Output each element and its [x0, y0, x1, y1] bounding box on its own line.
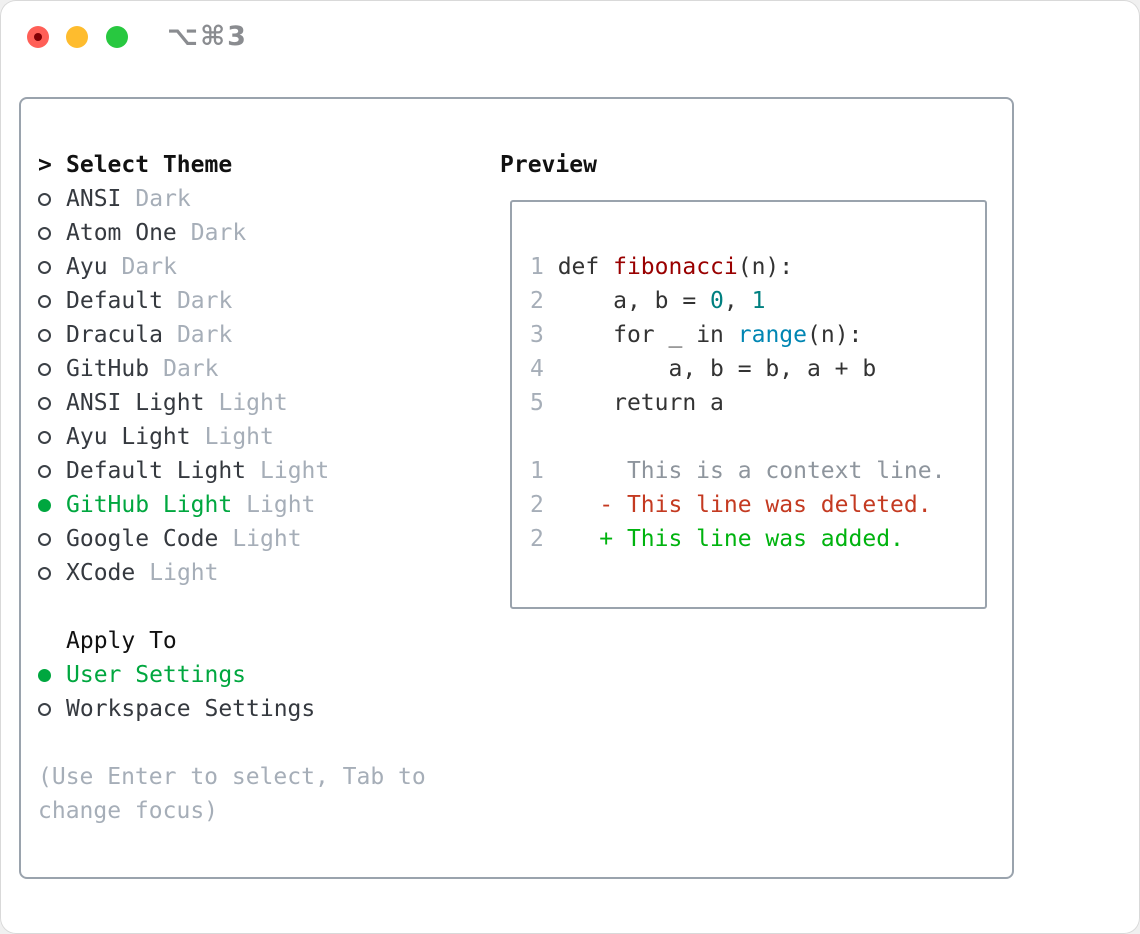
- preview-header: Preview: [500, 152, 597, 178]
- radio-icon: [38, 430, 51, 444]
- code-line: 1 def fibonacci(n):: [530, 254, 794, 280]
- radio-icon: [38, 566, 51, 580]
- theme-variant-label: Dark: [190, 220, 247, 246]
- code-line: 3 for _ in range(n):: [530, 322, 863, 348]
- select-theme-title: Select Theme: [66, 152, 233, 178]
- code-line: 5 return a: [530, 390, 724, 416]
- close-button[interactable]: [27, 26, 49, 48]
- theme-variant-label: Light: [204, 424, 274, 450]
- theme-variant-label: Dark: [176, 288, 233, 314]
- theme-variant-label: Dark: [163, 356, 219, 382]
- zoom-button[interactable]: [106, 26, 128, 48]
- theme-item-label: Dracula: [66, 322, 163, 348]
- minimize-button[interactable]: [66, 26, 88, 48]
- theme-variant-label: Dark: [135, 186, 191, 212]
- apply-option-label: Workspace Settings: [66, 696, 316, 722]
- theme-item-google-code-light[interactable]: Google Code Light: [38, 522, 440, 556]
- code-line: 1 This is a context line.: [530, 458, 946, 484]
- theme-item-label: Default Light: [66, 458, 247, 484]
- preview-code: 1 def fibonacci(n): 2 a, b = 0, 1 3 for _ …: [530, 250, 985, 556]
- code-line: 4 a, b = b, a + b: [530, 356, 877, 382]
- apply-option-label: User Settings: [66, 662, 247, 688]
- theme-item-github-dark[interactable]: GitHub Dark: [38, 352, 440, 386]
- theme-item-label: Default: [66, 288, 163, 314]
- theme-variant-label: Dark: [121, 254, 177, 280]
- radio-icon: [38, 226, 51, 240]
- code-line: 2 a, b = 0, 1: [530, 288, 766, 314]
- theme-item-ansi-light-light[interactable]: ANSI Light Light: [38, 386, 440, 420]
- radio-icon: [38, 702, 51, 716]
- code-line: 2 + This line was added.: [530, 526, 904, 552]
- theme-item-label: Atom One: [66, 220, 177, 246]
- radio-icon: [38, 192, 51, 206]
- code-line: [530, 420, 985, 454]
- theme-item-label: Google Code: [66, 526, 219, 552]
- apply-option-user-settings[interactable]: User Settings: [38, 658, 440, 692]
- theme-item-label: Ayu Light: [66, 424, 191, 450]
- focus-caret-icon: >: [38, 152, 52, 178]
- window-title: ⌥⌘3: [167, 21, 248, 52]
- radio-selected-icon: [38, 668, 51, 682]
- theme-item-label: GitHub Light: [66, 492, 233, 518]
- radio-icon: [38, 260, 51, 274]
- theme-item-ayu-light-light[interactable]: Ayu Light Light: [38, 420, 440, 454]
- theme-item-dracula-dark[interactable]: Dracula Dark: [38, 318, 440, 352]
- radio-icon: [38, 328, 51, 342]
- radio-icon: [38, 464, 51, 478]
- theme-item-default-dark[interactable]: Default Dark: [38, 284, 440, 318]
- theme-variant-label: Light: [218, 390, 288, 416]
- theme-variant-label: Light: [232, 526, 302, 552]
- theme-variant-label: Dark: [176, 322, 233, 348]
- code-line: 2 - This line was deleted.: [530, 492, 932, 518]
- theme-item-label: ANSI: [66, 186, 122, 212]
- select-theme-header: > Select Theme: [38, 148, 440, 182]
- theme-item-label: XCode: [66, 560, 136, 586]
- titlebar: ⌥⌘3: [0, 0, 1140, 74]
- radio-icon: [38, 362, 51, 376]
- theme-variant-label: Light: [246, 492, 316, 518]
- radio-icon: [38, 396, 51, 410]
- spacer: [38, 590, 440, 624]
- theme-item-label: ANSI Light: [66, 390, 205, 416]
- apply-option-workspace-settings[interactable]: Workspace Settings: [38, 692, 440, 726]
- theme-item-label: GitHub: [66, 356, 150, 382]
- theme-variant-label: Light: [260, 458, 330, 484]
- theme-item-xcode-light[interactable]: XCode Light: [38, 556, 440, 590]
- radio-icon: [38, 532, 51, 546]
- keyboard-hint: (Use Enter to select, Tab to change focu…: [38, 764, 426, 824]
- theme-item-label: Ayu: [66, 254, 108, 280]
- radio-selected-icon: [38, 498, 51, 512]
- preview-box: 1 def fibonacci(n): 2 a, b = 0, 1 3 for _ …: [510, 200, 987, 609]
- theme-item-github-light-light[interactable]: GitHub Light Light: [38, 488, 440, 522]
- theme-item-ansi-dark[interactable]: ANSI Dark: [38, 182, 440, 216]
- apply-to-title: Apply To: [66, 628, 177, 654]
- theme-variant-label: Light: [149, 560, 219, 586]
- theme-item-ayu-dark[interactable]: Ayu Dark: [38, 250, 440, 284]
- theme-item-default-light-light[interactable]: Default Light Light: [38, 454, 440, 488]
- radio-icon: [38, 294, 51, 308]
- apply-to-header: Apply To: [38, 624, 440, 658]
- theme-item-atom-one-dark[interactable]: Atom One Dark: [38, 216, 440, 250]
